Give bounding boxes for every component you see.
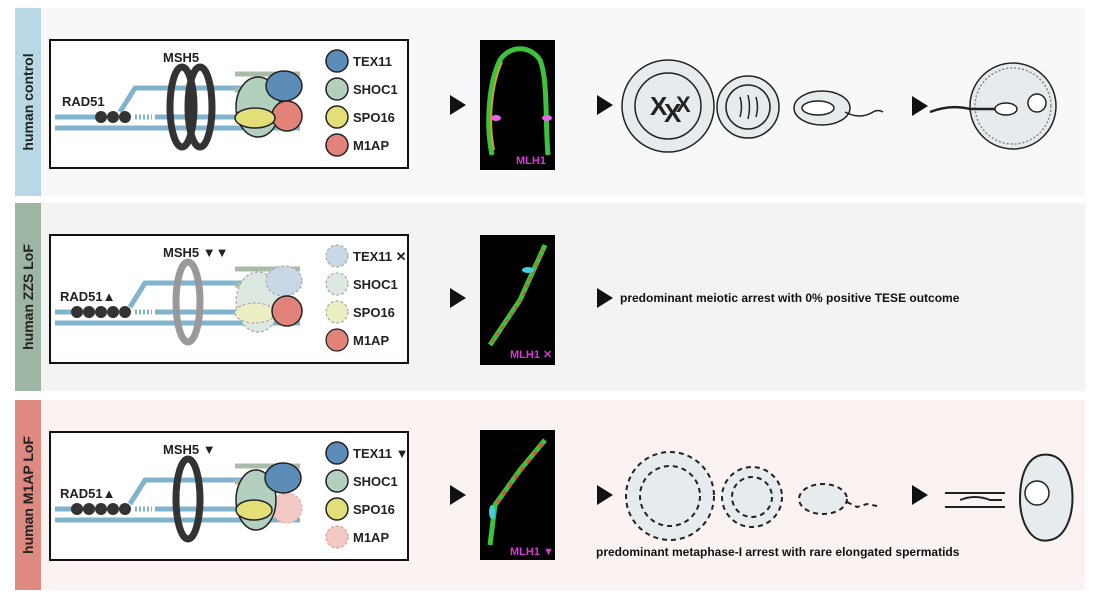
spo16-shape bbox=[234, 302, 276, 324]
msh5-ring-reduced bbox=[172, 258, 204, 346]
outcome-text: predominant metaphase-I arrest with rare… bbox=[596, 545, 960, 559]
panel-human-m1ap-lof: human M1AP LoF RAD51▲ MSH5 ▼ TE bbox=[15, 400, 1085, 590]
mlh1-micrograph: MLH1 ✕ bbox=[480, 235, 555, 365]
legend-shoc1: SHOC1 bbox=[353, 82, 398, 97]
protein-legend bbox=[325, 244, 349, 352]
msh5-label: MSH5 bbox=[163, 50, 199, 65]
rad51-label: RAD51▲ bbox=[60, 289, 116, 304]
msh5-rings bbox=[166, 63, 216, 151]
legend-tex11: TEX11 ✕ bbox=[353, 249, 407, 264]
rad51-label: RAD51 bbox=[62, 94, 105, 109]
m1ap-shape bbox=[271, 100, 303, 132]
rad51-label: RAD51▲ bbox=[60, 486, 116, 501]
svg-text:X: X bbox=[650, 91, 668, 121]
spo16-legend-icon bbox=[325, 497, 349, 521]
mlh1-micrograph: MLH1 ▼ bbox=[480, 430, 555, 560]
legend-tex11: TEX11 ▼ bbox=[353, 446, 409, 461]
m1ap-legend-icon bbox=[325, 133, 349, 157]
shoc1-legend-icon bbox=[325, 272, 349, 296]
tex11-legend-icon bbox=[325, 244, 349, 268]
condition-label: human ZZS LoF bbox=[20, 244, 36, 350]
mlh1-label: MLH1 ▼ bbox=[510, 546, 554, 558]
rad51-filament bbox=[71, 503, 131, 515]
msh5-label: MSH5 ▼ bbox=[163, 442, 216, 457]
panel-human-zzs-lof: human ZZS LoF RAD51▲ MSH5 ▼▼ TE bbox=[15, 203, 1085, 391]
tex11-legend-icon bbox=[325, 441, 349, 465]
legend-spo16: SPO16 bbox=[353, 110, 395, 125]
spermatogenesis-stages: XXX bbox=[621, 59, 884, 153]
condition-label: human control bbox=[20, 53, 36, 150]
condition-label-bar bbox=[15, 400, 41, 590]
legend-m1ap: M1AP bbox=[353, 333, 389, 348]
svg-text:X: X bbox=[664, 98, 682, 128]
rad51-filament bbox=[95, 111, 131, 123]
spo16-legend-icon bbox=[325, 105, 349, 129]
msh5-label: MSH5 ▼▼ bbox=[163, 245, 228, 260]
condition-label: human M1AP LoF bbox=[20, 436, 36, 554]
legend-m1ap: M1AP bbox=[353, 138, 389, 153]
legend-shoc1: SHOC1 bbox=[353, 474, 398, 489]
rad51-filament bbox=[71, 306, 131, 318]
legend-spo16: SPO16 bbox=[353, 502, 395, 517]
spo16-shape bbox=[235, 499, 273, 521]
mlh1-label: MLH1 bbox=[516, 155, 546, 167]
spo16-legend-icon bbox=[325, 300, 349, 324]
protein-legend bbox=[325, 49, 349, 157]
legend-tex11: TEX11 bbox=[353, 54, 392, 69]
condition-label-bar bbox=[15, 8, 41, 196]
m1ap-shape bbox=[271, 295, 303, 327]
arrested-elongating-spermatid-icon bbox=[798, 483, 848, 515]
m1ap-legend-icon bbox=[325, 328, 349, 352]
shoc1-legend-icon bbox=[325, 77, 349, 101]
m1ap-legend-icon bbox=[325, 525, 349, 549]
fertilization-icon bbox=[929, 62, 1057, 150]
tex11-legend-icon bbox=[325, 49, 349, 73]
mlh1-label: MLH1 ✕ bbox=[510, 349, 552, 361]
tex11-shape bbox=[265, 70, 303, 102]
tex11-shape bbox=[265, 265, 303, 297]
legend-m1ap: M1AP bbox=[353, 530, 389, 545]
zzs-complex bbox=[235, 462, 302, 531]
fertilization-icon bbox=[945, 453, 1074, 542]
condition-label-bar bbox=[15, 203, 41, 391]
legend-spo16: SPO16 bbox=[353, 305, 395, 320]
spo16-shape bbox=[234, 107, 276, 129]
panel-human-control: human control RAD51 MSH5 bbox=[15, 8, 1085, 196]
zzs-complex bbox=[234, 70, 303, 138]
mlh1-micrograph: MLH1 bbox=[480, 40, 555, 170]
arrested-stages bbox=[625, 451, 878, 541]
tex11-shape bbox=[264, 462, 302, 494]
protein-legend bbox=[325, 441, 349, 549]
svg-text:X: X bbox=[676, 92, 691, 117]
outcome-text: predominant meiotic arrest with 0% posit… bbox=[620, 291, 960, 305]
shoc1-legend-icon bbox=[325, 469, 349, 493]
legend-shoc1: SHOC1 bbox=[353, 277, 398, 292]
msh5-ring bbox=[172, 455, 204, 543]
